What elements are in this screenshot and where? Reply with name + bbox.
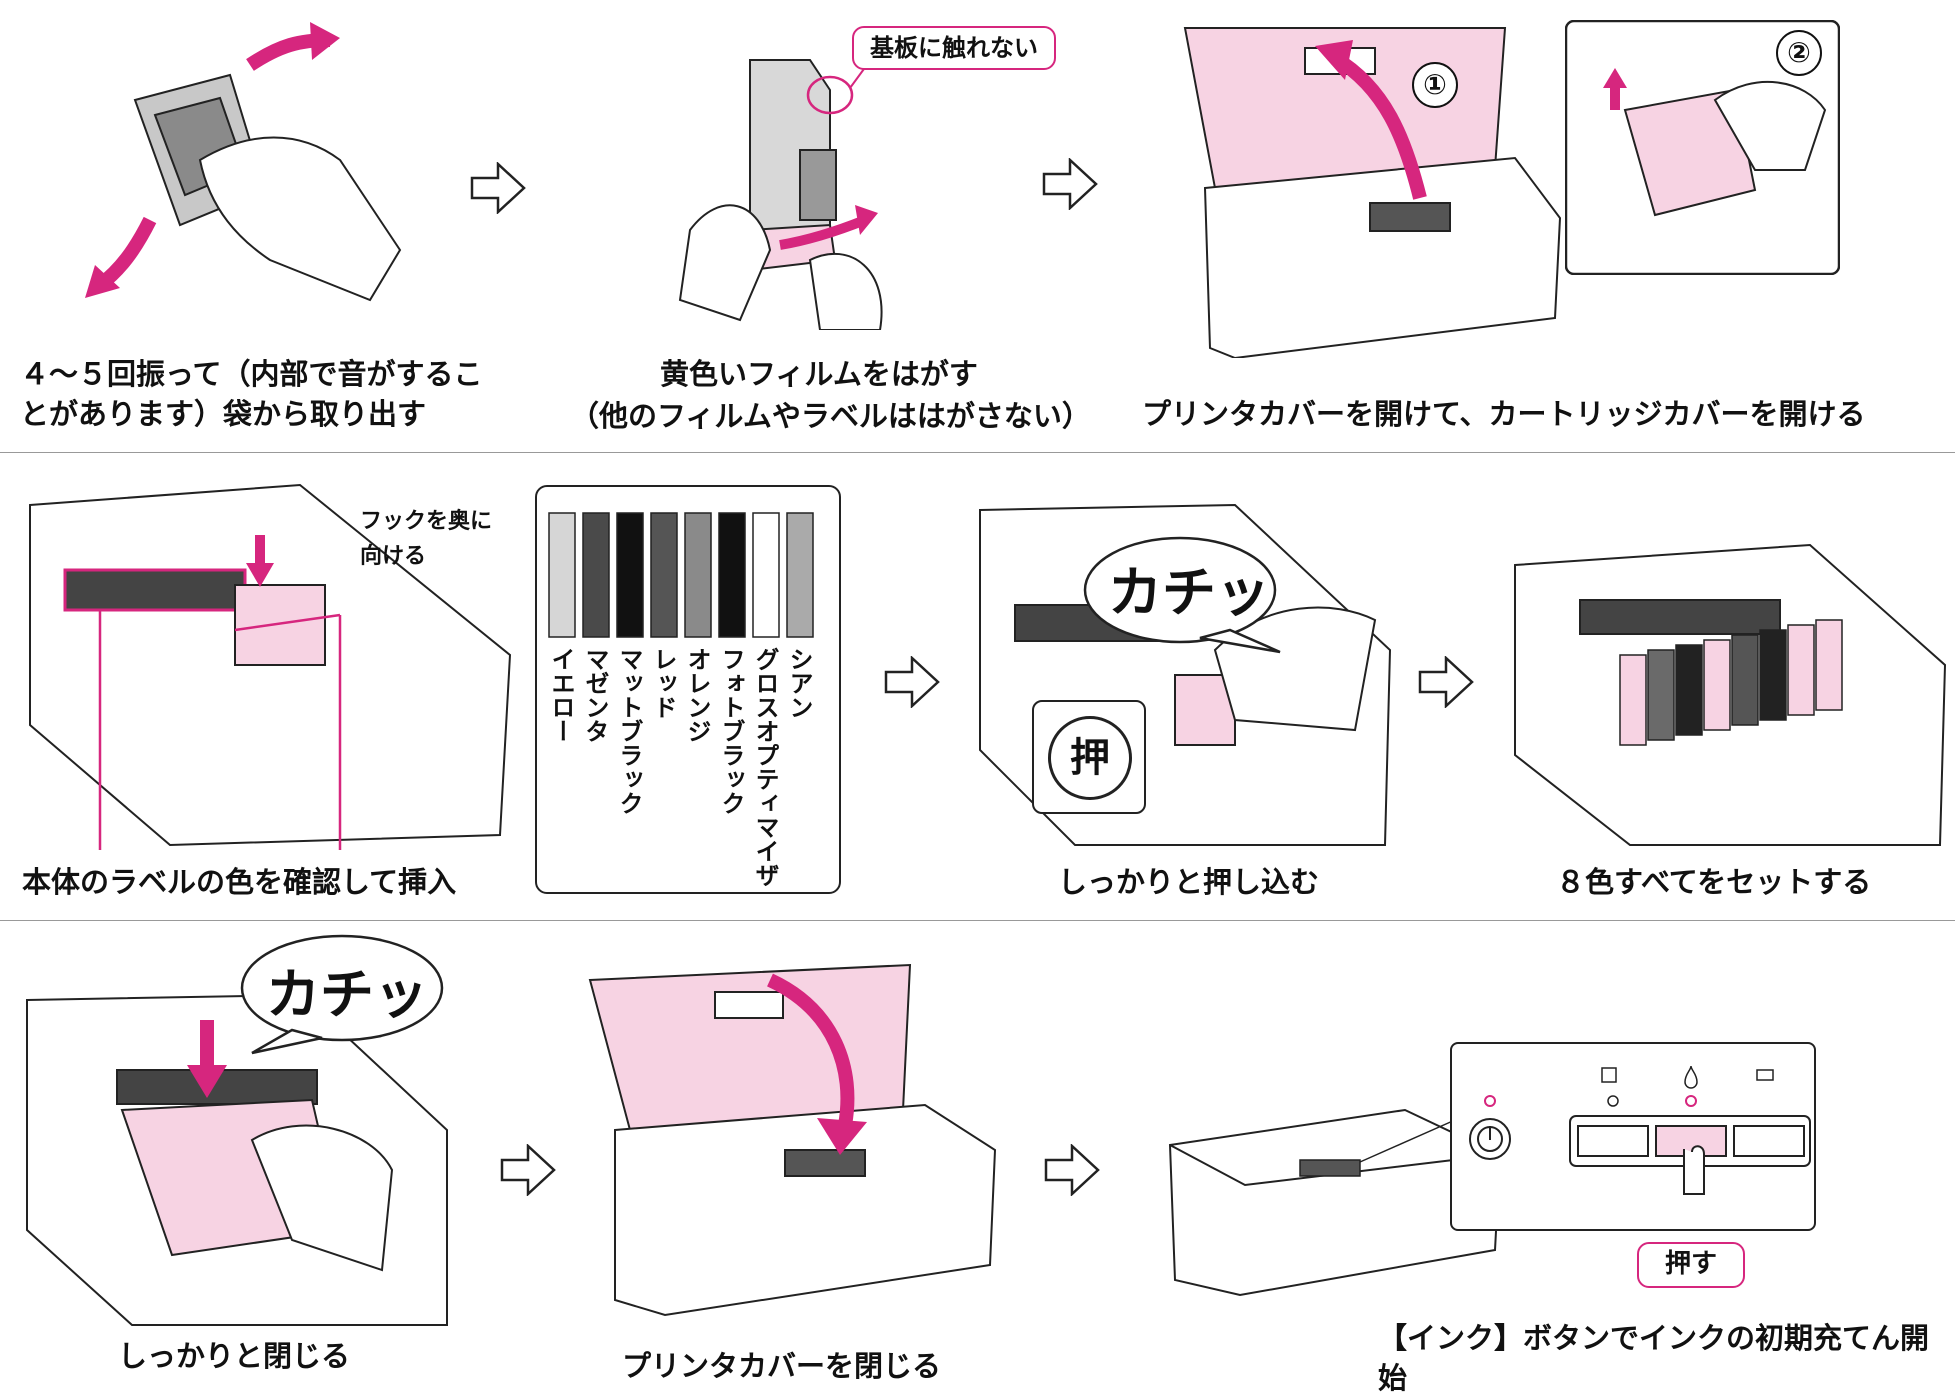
cartridge-color-legend: イエロー マゼンタ マットブラック レッド オレンジ フォトブラック グロスオプ… bbox=[535, 485, 841, 894]
cartridge-name-8: シアン bbox=[785, 647, 813, 719]
illustration-shake-cartridge bbox=[85, 22, 402, 302]
next-arrow-icon bbox=[470, 162, 526, 214]
cartridge-name-6: フォトブラック bbox=[717, 647, 745, 815]
step1-caption-line2: とがあります）袋から取り出す bbox=[20, 397, 427, 431]
step2-caption-line1: 黄色いフィルムをはがす bbox=[660, 357, 978, 391]
callout-do-not-touch-board: 基板に触れない bbox=[852, 26, 1056, 70]
step3-caption: プリンタカバーを開けて、カートリッジカバーを開ける bbox=[1142, 397, 1866, 431]
next-arrow-icon bbox=[884, 656, 940, 708]
sound-text: カチッ bbox=[266, 963, 428, 1026]
callout-hook-line1: フックを奥に bbox=[360, 509, 493, 534]
illustration-all-cartridges-set bbox=[1514, 543, 1947, 846]
step5-caption: しっかりと押し込む bbox=[1058, 865, 1320, 899]
next-arrow-icon bbox=[1418, 656, 1474, 708]
illustration-insert-cartridge bbox=[29, 483, 512, 850]
cartridge-name-5: オレンジ bbox=[683, 647, 711, 743]
step4-caption: 本体のラベルの色を確認して挿入 bbox=[22, 865, 457, 899]
step1-caption-line1: ４～５回振って（内部で音がするこ bbox=[20, 357, 483, 391]
control-panel-drawing bbox=[1469, 1065, 1811, 1195]
step-number-2: ② bbox=[1776, 30, 1822, 76]
sound-bubble bbox=[1083, 536, 1281, 654]
step8-caption: プリンタカバーを閉じる bbox=[622, 1349, 942, 1383]
next-arrow-icon bbox=[1042, 158, 1098, 210]
cartridge-name-3: マットブラック bbox=[615, 647, 643, 815]
press-label: 押す bbox=[1637, 1242, 1745, 1288]
cartridge-row-icons bbox=[548, 512, 814, 638]
illustration-peel-film bbox=[678, 57, 883, 330]
press-symbol: 押 bbox=[1048, 716, 1132, 800]
illustration-close-cartridge-cover bbox=[26, 993, 448, 1326]
cartridge-name-4: レッド bbox=[649, 647, 677, 719]
step2-caption-line2: （他のフィルムやラベルははがさない） bbox=[570, 399, 1091, 433]
next-arrow-icon bbox=[1044, 1144, 1100, 1196]
sound-bubble bbox=[240, 934, 444, 1055]
row-divider-2 bbox=[0, 920, 1955, 921]
row-divider-1 bbox=[0, 452, 1955, 453]
illustration-printer-closed bbox=[1168, 1108, 1502, 1297]
cartridge-name-1: イエロー bbox=[547, 647, 575, 743]
illustration-open-printer-cover bbox=[1183, 27, 1562, 358]
step9-caption: 【インク】ボタンでインクの初期充てん開始 bbox=[1378, 1321, 1930, 1395]
cartridge-name-7: グロスオプティマイザ bbox=[751, 647, 779, 887]
press-symbol-box: 押 bbox=[1032, 700, 1146, 814]
step7-caption: しっかりと閉じる bbox=[118, 1339, 351, 1373]
illustration-close-printer-cover bbox=[588, 963, 997, 1317]
cartridge-name-2: マゼンタ bbox=[581, 647, 609, 743]
sound-text: カチッ bbox=[1108, 561, 1270, 624]
step-number-1: ① bbox=[1412, 62, 1458, 108]
step6-caption: ８色すべてをセットする bbox=[1556, 865, 1872, 899]
illustration-open-cartridge-cover-inset bbox=[1565, 20, 1840, 275]
cartridge-names: イエロー マゼンタ マットブラック レッド オレンジ フォトブラック グロスオプ… bbox=[545, 647, 835, 887]
next-arrow-icon bbox=[500, 1144, 556, 1196]
control-panel-zoom bbox=[1450, 1042, 1816, 1231]
callout-hook-line2: 向ける bbox=[360, 544, 427, 569]
